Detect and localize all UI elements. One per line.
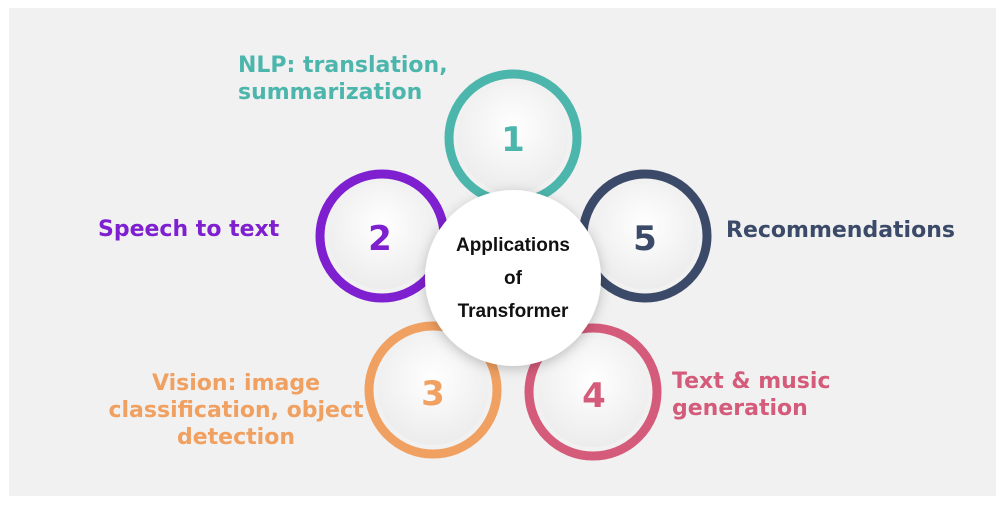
node-2-inner bbox=[329, 183, 435, 289]
node-1: 1 bbox=[444, 69, 582, 207]
node-4: 4 bbox=[524, 323, 662, 461]
node-5-inner bbox=[592, 183, 698, 289]
label-2: Speech to text bbox=[98, 217, 280, 242]
node-3-number: 3 bbox=[421, 374, 445, 414]
node-3-ring bbox=[364, 321, 502, 459]
label-1: NLP: translation, summarization bbox=[238, 53, 448, 105]
center-line-3: Transformer bbox=[458, 301, 569, 322]
center-node: Applications of Transformer bbox=[425, 190, 601, 366]
label-5: Recommendations bbox=[726, 218, 955, 243]
node-3-inner bbox=[378, 335, 488, 445]
node-2: 2 bbox=[315, 169, 449, 303]
node-2-number: 2 bbox=[368, 219, 392, 259]
node-5: 5 bbox=[578, 169, 712, 303]
node-4-number: 4 bbox=[582, 376, 606, 416]
node-4-ring bbox=[524, 323, 662, 461]
center-line-1: Applications bbox=[456, 235, 570, 256]
center-circle bbox=[425, 190, 601, 366]
label-3: Vision: image classification, object det… bbox=[108, 371, 364, 450]
node-4-inner bbox=[538, 337, 648, 447]
node-5-number: 5 bbox=[633, 219, 657, 259]
node-1-number: 1 bbox=[501, 120, 525, 160]
node-1-inner bbox=[458, 83, 568, 193]
node-3: 3 bbox=[364, 321, 502, 459]
label-4: Text & music generation bbox=[672, 369, 831, 421]
center-line-2: of bbox=[504, 268, 523, 289]
